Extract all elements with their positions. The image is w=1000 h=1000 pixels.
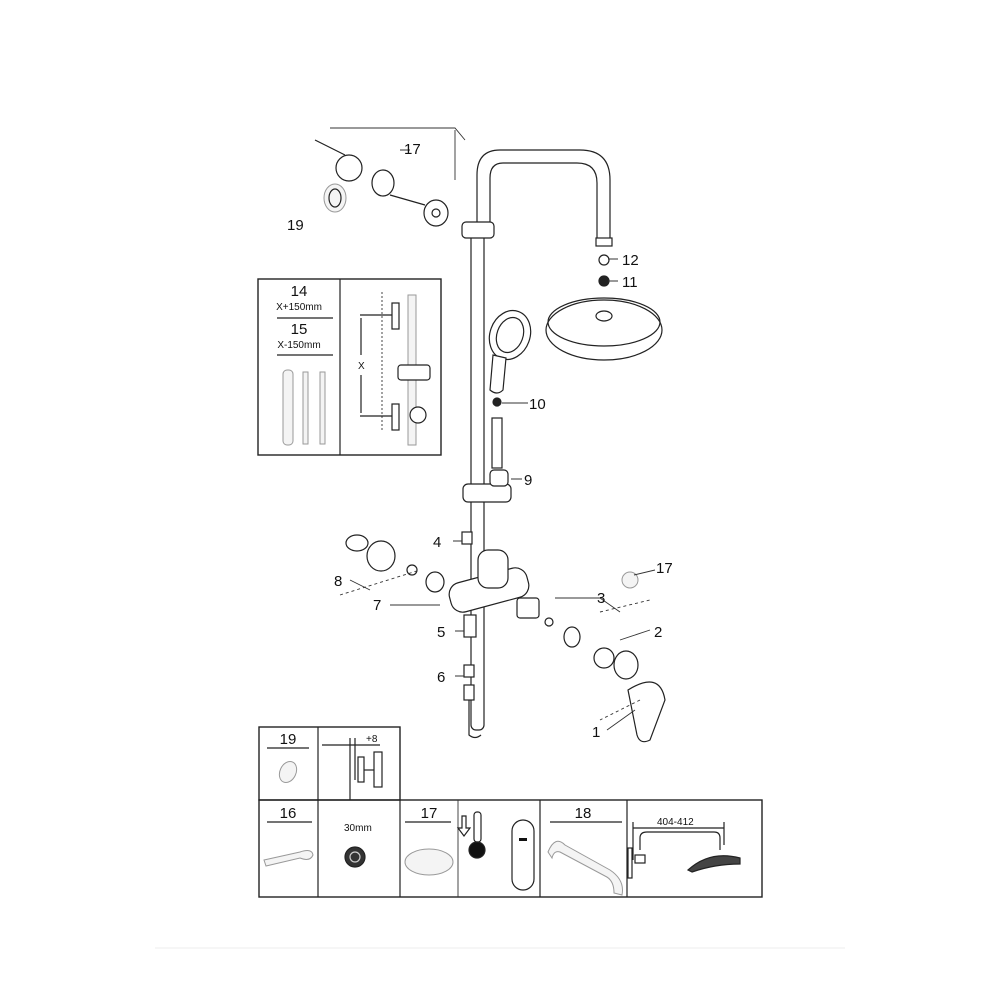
part-14-label: 14 — [291, 283, 308, 300]
arm-reach: 404-412 — [657, 817, 694, 828]
callout-2: 2 — [654, 624, 662, 641]
callout-8: 8 — [334, 573, 342, 590]
wall-bracket-top — [314, 139, 495, 239]
callout-10: 10 — [529, 396, 546, 413]
extension-panel: 14 X+150mm 15 X-150mm X — [257, 278, 442, 456]
callout-4: 4 — [433, 534, 441, 551]
slider — [462, 469, 512, 503]
thermostat-body — [345, 531, 666, 743]
callout-6: 6 — [437, 669, 445, 686]
hand-shower — [488, 309, 532, 469]
callout-12: 12 — [622, 252, 639, 269]
part-17-label: 17 — [421, 805, 438, 822]
callout-7: 7 — [373, 597, 381, 614]
callout-9: 9 — [524, 472, 532, 489]
leader-lines — [330, 127, 656, 731]
dimension-x: X — [358, 361, 365, 372]
callout-11: 11 — [622, 274, 638, 291]
callout-17: 17 — [656, 560, 673, 577]
callout-3: 3 — [597, 590, 605, 607]
part-14-size: X+150mm — [276, 302, 322, 313]
part-16-label: 16 — [280, 805, 297, 822]
offset-label: +8 — [366, 734, 378, 745]
callout-13: 17 — [404, 141, 421, 158]
callouts: 17 19 12 11 10 9 4 17 8 3 7 2 5 6 1 — [287, 141, 673, 741]
callout-19: 19 — [287, 217, 304, 234]
legend-table: 19 +8 16 30mm 17 18 404-412 — [258, 726, 763, 898]
callout-5: 5 — [437, 624, 445, 641]
part-18-label: 18 — [575, 805, 592, 822]
head-shower — [545, 254, 663, 361]
callout-1: 1 — [592, 724, 600, 741]
nut-size: 30mm — [344, 823, 372, 834]
part-15-label: 15 — [291, 321, 308, 338]
part-15-size: X-150mm — [277, 340, 320, 351]
part-19-label: 19 — [280, 731, 297, 748]
